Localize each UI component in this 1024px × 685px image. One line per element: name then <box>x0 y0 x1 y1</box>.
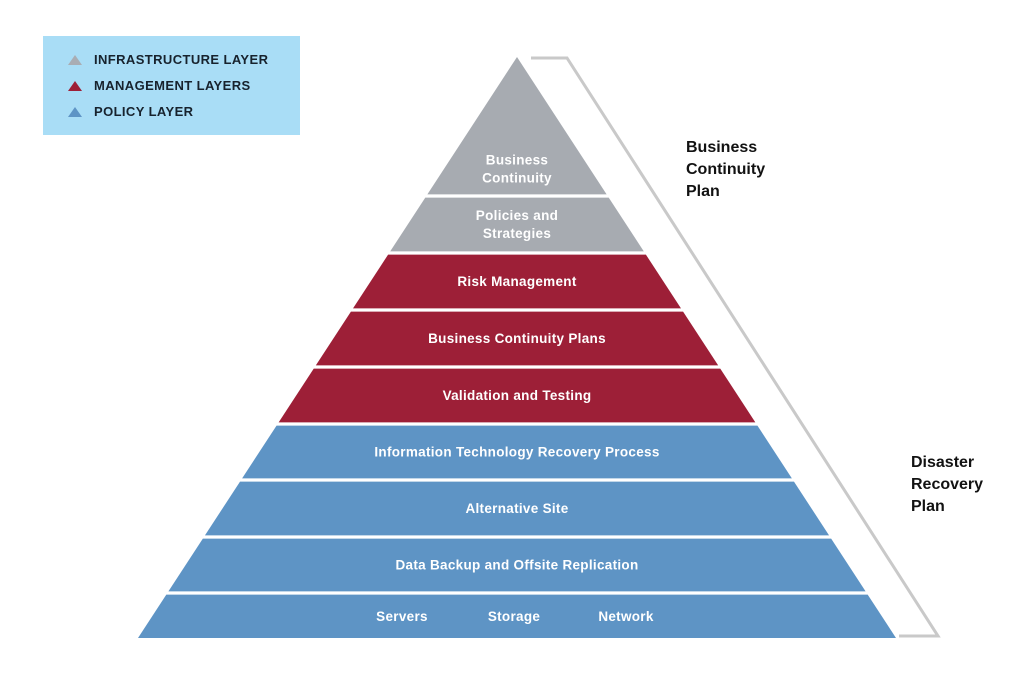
legend-item-label: MANAGEMENT LAYERS <box>94 78 251 93</box>
pyramid-layer-label: Risk Management <box>457 274 576 289</box>
pyramid-base-item-label: Network <box>598 609 654 624</box>
pyramid-base-item-label: Servers <box>376 609 428 624</box>
pyramid-layer-label: Business Continuity Plans <box>428 331 606 346</box>
pyramid-layer-9 <box>138 594 896 638</box>
pyramid-layer-label: Validation and Testing <box>443 388 592 403</box>
legend-item-label: POLICY LAYER <box>94 104 194 119</box>
triangle-icon <box>68 106 82 117</box>
pyramid-layer-label: Data Backup and Offsite Replication <box>395 558 638 573</box>
triangle-icon <box>68 80 82 91</box>
pyramid-layer-label: Information Technology Recovery Process <box>374 445 659 460</box>
triangle-icon <box>68 54 82 65</box>
pyramid-layer-5 <box>278 368 756 423</box>
pyramid-layer-1 <box>427 57 607 195</box>
legend-item-3: POLICY LAYER <box>43 103 300 121</box>
pyramid-layer-4 <box>315 311 719 366</box>
legend-item-2: MANAGEMENT LAYERS <box>43 77 300 95</box>
pyramid-layer-2 <box>390 197 644 252</box>
legend-box: INFRASTRUCTURE LAYER MANAGEMENT LAYERS POL… <box>43 36 300 135</box>
pyramid-layer-label: Alternative Site <box>465 501 568 516</box>
business-continuity-plan-label: Business Continuity Plan <box>686 139 766 200</box>
legend-item-label: INFRASTRUCTURE LAYER <box>94 52 269 67</box>
pyramid-layer-6 <box>242 425 792 479</box>
pyramid-layer-3 <box>353 254 681 309</box>
pyramid-base-item-label: Storage <box>488 609 541 624</box>
bracket-line <box>531 56 941 638</box>
pyramid-layer-8 <box>168 538 866 592</box>
legend-item-1: INFRASTRUCTURE LAYER <box>43 51 300 69</box>
disaster-recovery-plan-label: Disaster Recovery Plan <box>911 454 984 515</box>
pyramid-layer-7 <box>204 481 830 536</box>
